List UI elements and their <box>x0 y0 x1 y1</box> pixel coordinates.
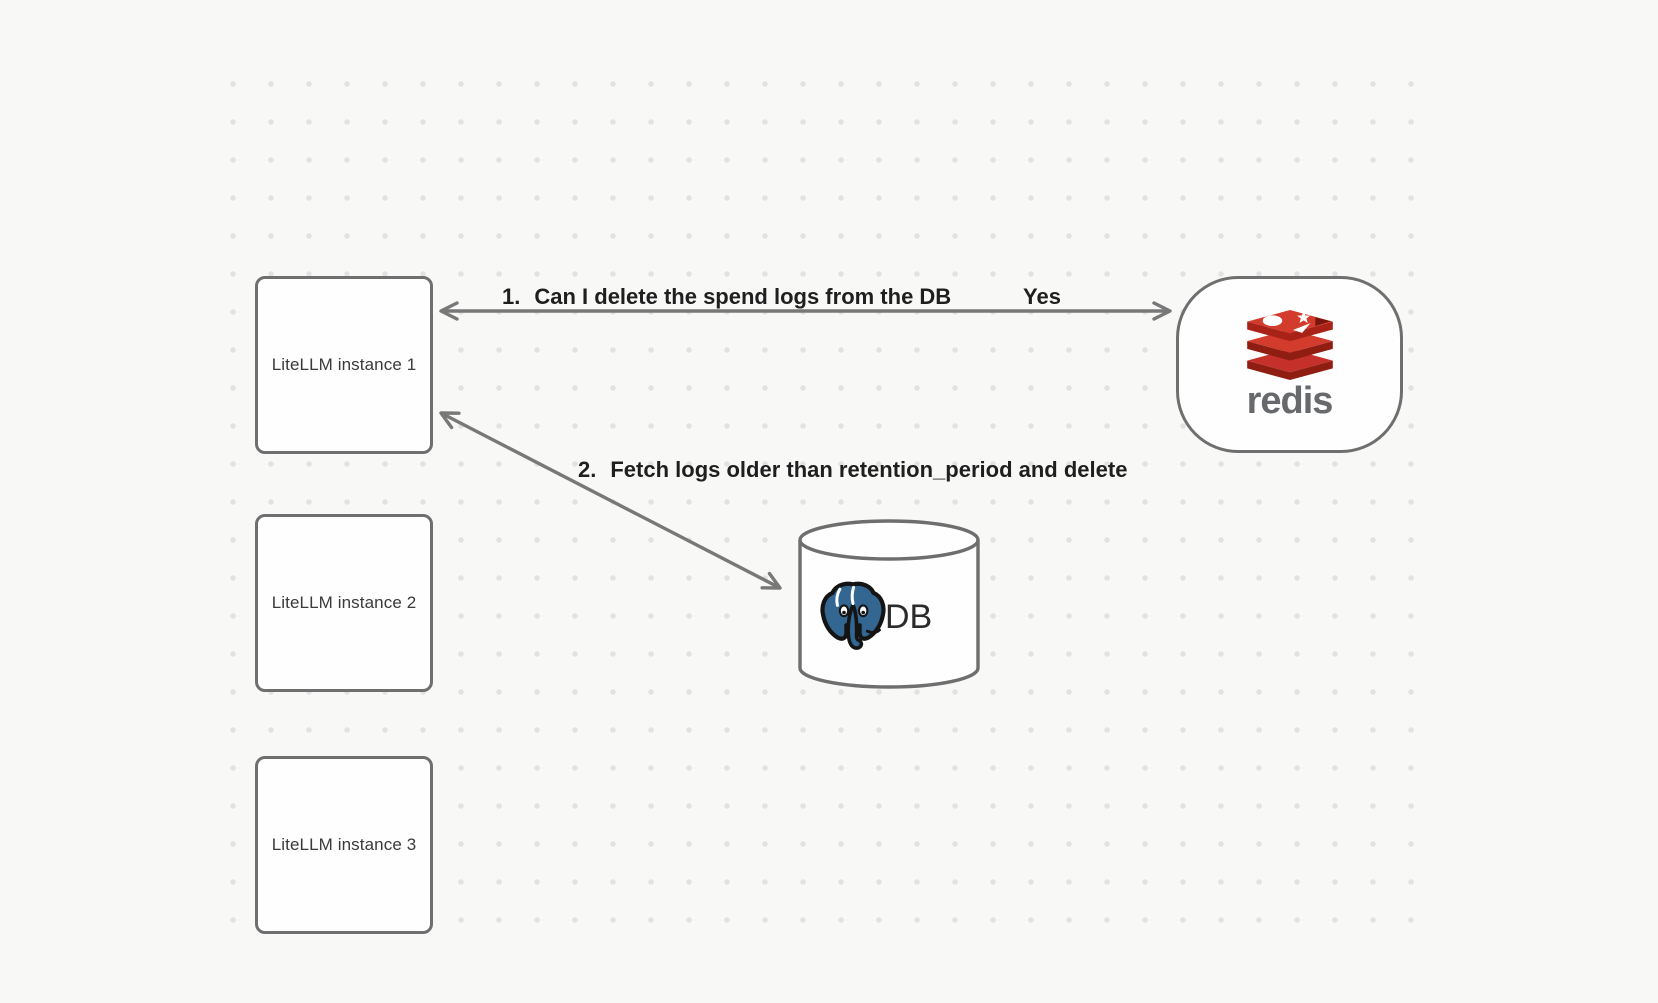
node-litellm-instance-2[interactable]: LiteLLM instance 2 <box>255 514 433 692</box>
arrow-instance1-db[interactable] <box>439 411 782 590</box>
db-label: DB <box>885 598 933 636</box>
edge1-text: Can I delete the spend logs from the DB <box>534 284 952 309</box>
db-cylinder <box>798 519 980 689</box>
redis-logo-icon <box>1246 309 1333 380</box>
redis-wordmark: redis <box>1246 379 1334 422</box>
node-litellm-instance-3[interactable]: LiteLLM instance 3 <box>255 756 433 934</box>
postgresql-logo-icon <box>820 581 886 650</box>
edge1-label: 1. Can I delete the spend logs from the … <box>502 284 951 310</box>
node-db[interactable]: DB <box>797 518 981 692</box>
node-label: LiteLLM instance 1 <box>271 355 417 374</box>
edge2-label: 2. Fetch logs older than retention_perio… <box>578 457 1127 483</box>
edge1-response-text: Yes <box>1023 284 1061 309</box>
node-label: LiteLLM instance 2 <box>271 593 417 612</box>
edge1-number: 1. <box>502 284 521 309</box>
node-redis[interactable]: redis <box>1176 276 1403 453</box>
node-litellm-instance-1[interactable]: LiteLLM instance 1 <box>255 276 433 454</box>
node-label: LiteLLM instance 3 <box>271 835 417 854</box>
edge2-number: 2. <box>578 457 597 482</box>
edge1-response: Yes <box>1023 284 1061 310</box>
edge2-text: Fetch logs older than retention_period a… <box>610 457 1128 482</box>
